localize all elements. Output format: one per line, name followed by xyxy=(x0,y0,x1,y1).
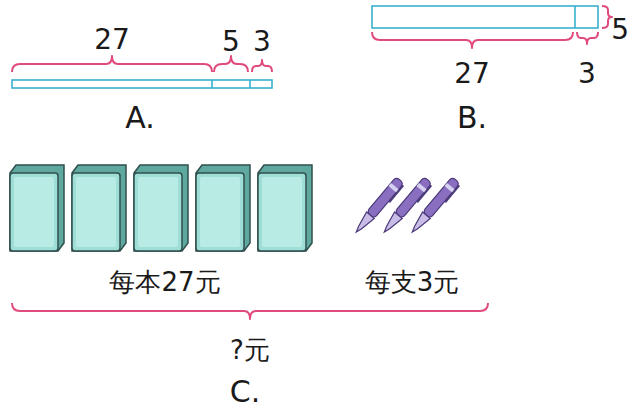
pen-icon xyxy=(352,177,404,236)
book-icon xyxy=(196,165,250,251)
option-letter: A. xyxy=(125,103,155,133)
book-icon xyxy=(10,165,64,251)
brace xyxy=(602,6,612,28)
books xyxy=(10,165,312,251)
total-label: ?元 xyxy=(230,337,270,363)
option-letter: C. xyxy=(230,377,260,407)
segment-length: 3 xyxy=(253,28,271,56)
price-label: 每本27元 xyxy=(109,269,220,295)
brace xyxy=(252,60,272,72)
side-length: 27 xyxy=(454,60,490,88)
brace xyxy=(12,303,488,319)
book-icon xyxy=(134,165,188,251)
segments xyxy=(12,6,598,88)
option-letter: B. xyxy=(457,103,487,133)
rectangle xyxy=(372,6,598,28)
brace xyxy=(577,32,598,44)
side-length: 5 xyxy=(611,16,629,44)
pen-icon xyxy=(408,177,460,236)
side-length: 3 xyxy=(578,60,596,88)
pens xyxy=(352,177,460,236)
divider xyxy=(249,80,251,88)
divider xyxy=(574,6,576,28)
segment-length: 27 xyxy=(94,26,130,54)
divider xyxy=(211,80,213,88)
brace xyxy=(214,56,248,72)
segment-length: 5 xyxy=(222,28,240,56)
brace xyxy=(12,56,212,72)
line-segment xyxy=(12,80,272,88)
price-label: 每支3元 xyxy=(365,269,460,295)
book-icon xyxy=(72,165,126,251)
book-icon xyxy=(258,165,312,251)
brace xyxy=(372,32,573,48)
pen-icon xyxy=(380,177,432,236)
braces xyxy=(12,6,612,319)
